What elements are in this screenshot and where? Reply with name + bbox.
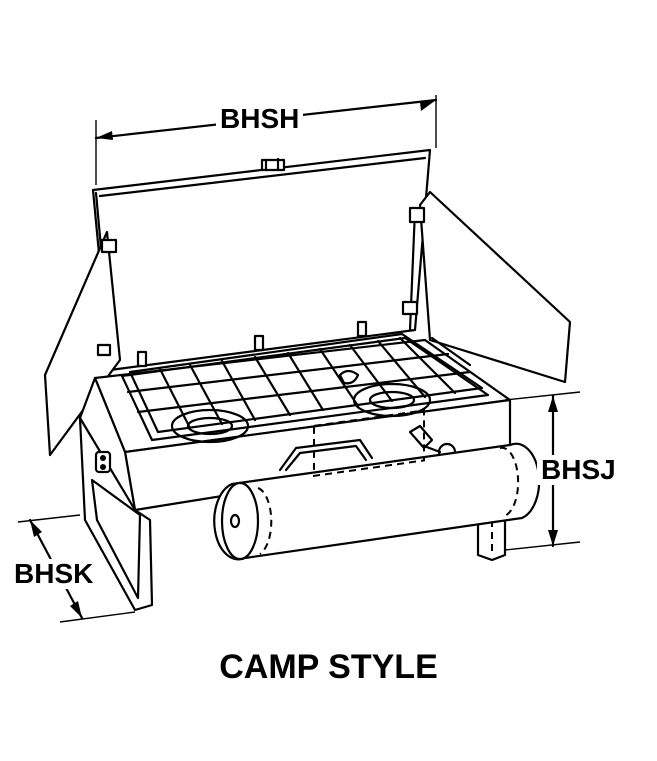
cooking-grate [120,320,490,442]
figure-caption: CAMP STYLE [219,648,438,686]
depth-dimension-label: BHSK [10,559,98,589]
right-wind-panel [418,190,572,384]
left-wind-panel [43,230,122,457]
width-dimension-label: BHSH [216,104,304,134]
stove-body [78,338,512,612]
fuel-tank [213,409,541,561]
height-dimension-label: BHSJ [537,455,620,485]
lid-support-rod [401,206,426,332]
